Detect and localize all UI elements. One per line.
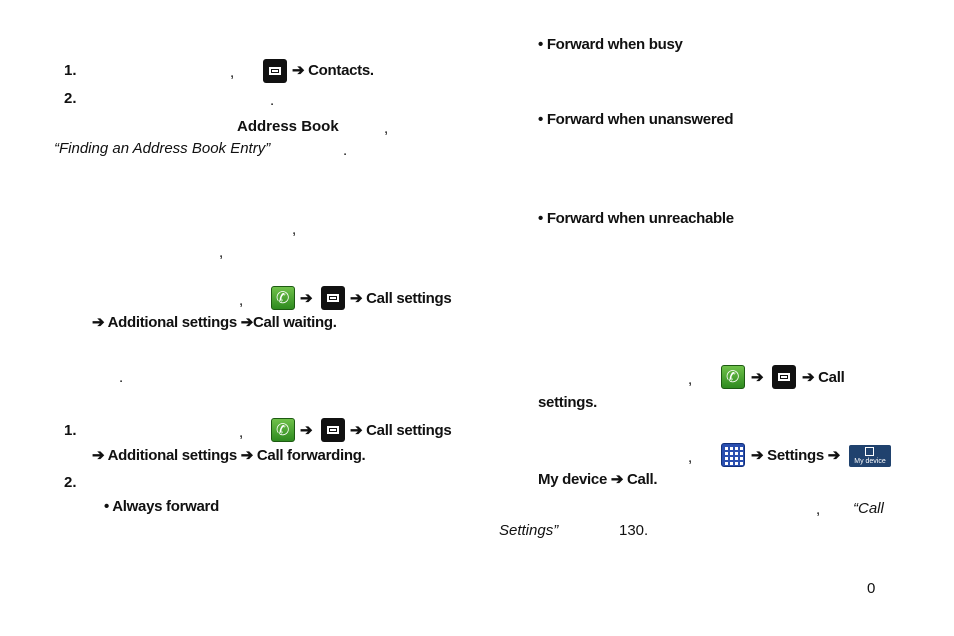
punctuation: , [688,449,693,466]
address-book-label: Address Book [237,118,339,135]
call-settings-path: ➔ Call settings [350,290,452,307]
my-device-tab-icon: My device [849,445,891,467]
punctuation: . [270,92,275,109]
call-settings-path: ➔ Call settings [350,422,452,439]
step-number: 2. [64,474,77,491]
bullet-forward-unreachable: • Forward when unreachable [538,210,734,227]
contacts-path: ➔ Contacts. [292,62,374,79]
menu-key-icon [263,59,287,83]
punctuation: , [292,221,297,238]
punctuation: , [239,292,244,309]
punctuation: . [119,369,124,386]
menu-key-icon [772,365,796,389]
my-device-icon-label: My device [854,458,886,465]
settings-path: ➔ Settings ➔ [751,447,841,464]
menu-key-icon [321,418,345,442]
device-glyph-icon [865,447,874,456]
punctuation: . [343,142,348,159]
punctuation: , [816,501,821,518]
arrow: ➔ [300,290,313,307]
step-number: 1. [64,422,77,439]
phone-app-icon: ✆ [721,365,745,389]
my-device-call-path: My device ➔ Call. [538,471,658,488]
punctuation: , [219,244,224,261]
settings-path: settings. [538,394,597,411]
bullet-forward-unanswered: • Forward when unanswered [538,111,734,128]
page-reference: 130. [619,522,649,539]
bullet-always-forward: • Always forward [104,498,219,515]
call-forwarding-path: ➔ Additional settings ➔ Call forwarding. [92,447,366,464]
arrow: ➔ [300,422,313,439]
punctuation: , [239,424,244,441]
punctuation: , [230,64,235,81]
menu-key-icon [321,286,345,310]
punctuation: , [688,371,693,388]
bullet-forward-busy: • Forward when busy [538,36,683,53]
punctuation: , [384,120,389,137]
step-number: 1. [64,62,77,79]
cross-reference: “Finding an Address Book Entry” [54,140,271,157]
arrow: ➔ [751,369,764,386]
call-path: ➔ Call [802,369,845,386]
phone-app-icon: ✆ [271,286,295,310]
phone-app-icon: ✆ [271,418,295,442]
cross-reference-start: “Call [853,500,884,517]
apps-grid-icon [721,443,745,467]
call-waiting-path: ➔ Additional settings ➔Call waiting. [92,314,337,331]
cross-reference-end: Settings” [499,522,559,539]
page-number: 0 [867,580,876,597]
step-number: 2. [64,90,77,107]
